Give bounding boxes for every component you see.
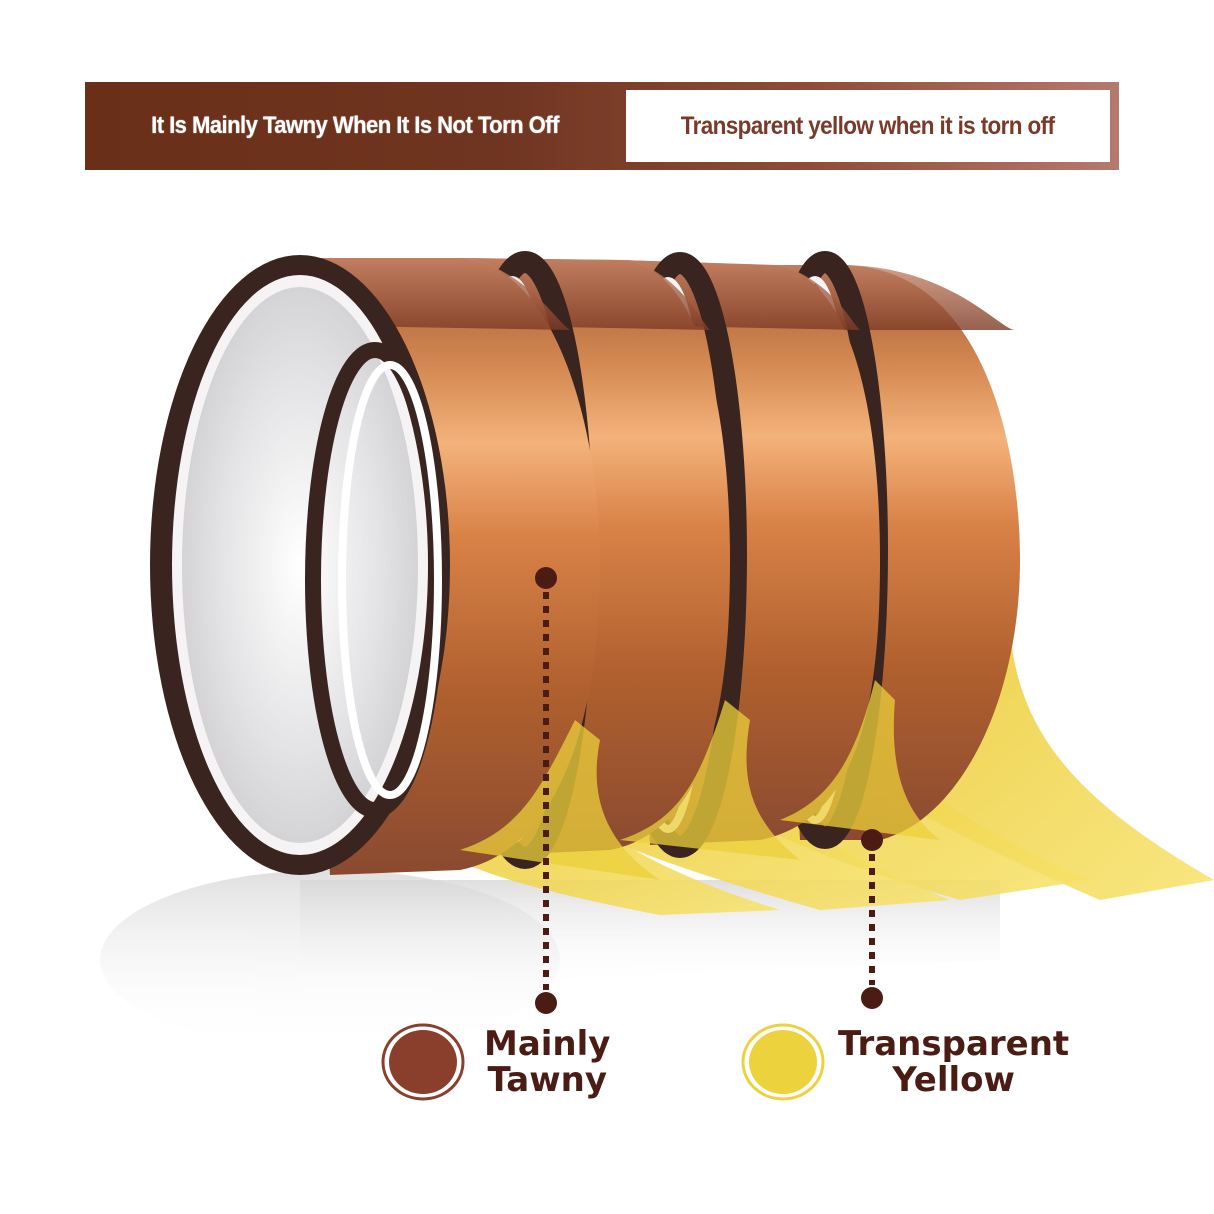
legend-tawny: Mainly Tawny [380, 1022, 610, 1102]
header-banner: It Is Mainly Tawny When It Is Not Torn O… [85, 82, 1119, 170]
legend-tawny-label: Mainly Tawny [484, 1024, 611, 1100]
tawny-swatch-icon [380, 1022, 466, 1102]
callout-tawny [535, 567, 557, 1014]
callout-yellow [861, 829, 883, 1009]
callout-top-dot [861, 829, 883, 851]
yellow-overlaps [460, 680, 940, 880]
legend-yellow: Transparent Yellow [740, 1022, 1069, 1102]
banner-right-box: Transparent yellow when it is torn off [626, 90, 1110, 162]
yellow-swatch-icon [740, 1022, 826, 1102]
callout-bottom-dot [861, 987, 883, 1009]
banner-right-text: Transparent yellow when it is torn off [681, 111, 1055, 140]
tape-roll-1 [150, 255, 600, 875]
legend-yellow-label: Transparent Yellow [838, 1024, 1070, 1100]
callout-bottom-dot [535, 992, 557, 1014]
callout-top-dot [535, 567, 557, 589]
banner-left-text: It Is Mainly Tawny When It Is Not Torn O… [151, 112, 559, 139]
